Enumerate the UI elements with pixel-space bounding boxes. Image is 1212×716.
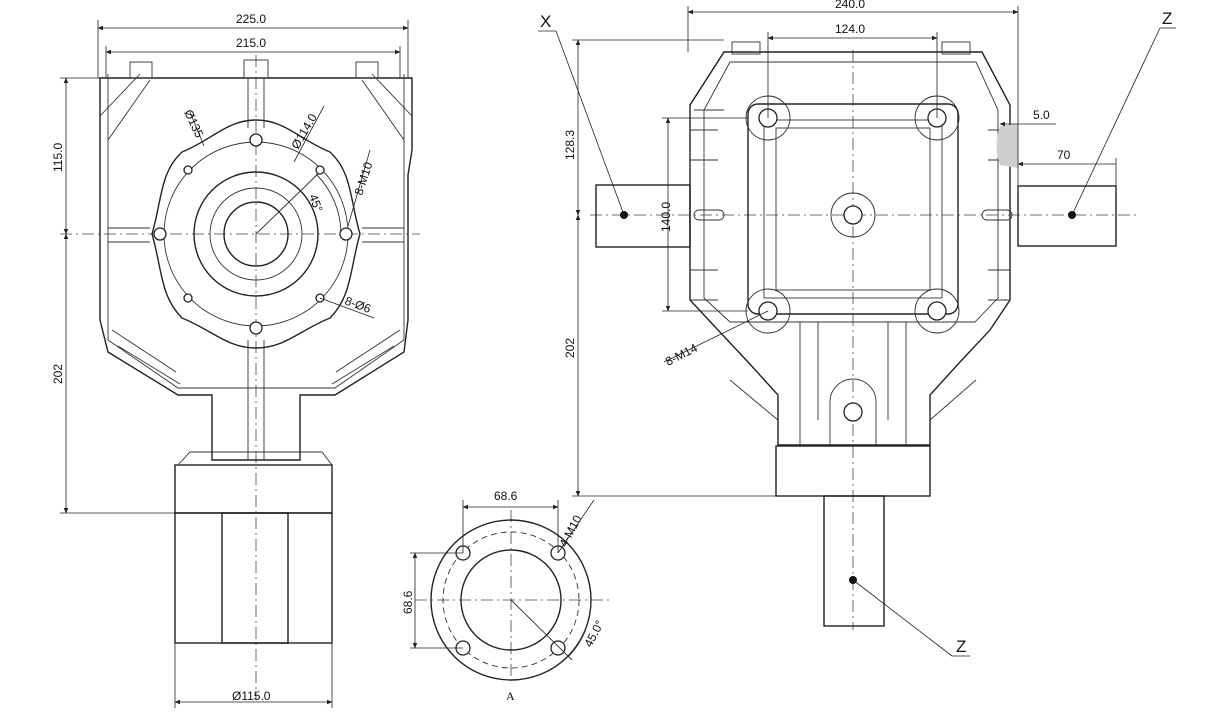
left-rib-right <box>362 227 404 243</box>
right-side-ribs-left <box>690 109 724 301</box>
flange-thread-label: 4-M10 <box>556 513 584 550</box>
leader-m10 <box>347 149 371 227</box>
right-side-slot-left <box>693 209 725 221</box>
right-center-boss <box>830 192 876 238</box>
z-bottom-axis-label: Z <box>956 637 966 656</box>
leader-m14 <box>663 310 769 363</box>
x-axis-label: X <box>540 12 551 31</box>
dim-flange-v-label: 68.6 <box>401 590 415 614</box>
z-top-leader-diag <box>1071 27 1161 216</box>
z-bottom-leader-diag <box>852 579 953 657</box>
left-housing-chamfer-right <box>361 73 413 141</box>
left-top-lug-1 <box>129 61 153 79</box>
leader-flange-thread <box>557 499 595 554</box>
left-45-arc <box>315 173 342 235</box>
dim-124-label: 124.0 <box>835 22 865 36</box>
dia-135-label: Ø135 <box>181 107 206 140</box>
left-bottom-taper <box>177 451 333 466</box>
dim-5-label: 5.0 <box>1033 108 1050 122</box>
right-lower-window-hole <box>843 402 863 422</box>
right-lower-window <box>829 378 877 445</box>
left-view: 225.0 215.0 115.0 202 Ø115.0 Ø135 Ø114.0… <box>51 12 420 708</box>
left-rib-top <box>247 78 265 128</box>
z-top-axis-label: Z <box>1162 9 1172 28</box>
thread-m10-label: 8-M10 <box>352 160 376 197</box>
left-top-lug-3 <box>355 61 379 79</box>
flange-hole-br <box>550 640 566 656</box>
left-bottom-body <box>174 512 333 644</box>
dim-flange-h-label: 68.6 <box>494 489 518 503</box>
dim-70-label: 70 <box>1057 148 1071 162</box>
right-top-lug-left <box>731 41 761 55</box>
left-hole-bottom <box>249 321 263 335</box>
left-rib-bottom <box>247 340 265 460</box>
right-housing-inner <box>703 61 999 323</box>
dim-140-label: 140.0 <box>659 202 673 232</box>
thread-m14-label: 8-M14 <box>663 341 700 369</box>
left-hole-tl <box>183 165 193 175</box>
right-bolt-frame-outer <box>747 103 959 315</box>
left-housing-chamfer-left <box>99 73 151 141</box>
dim-225-label: 225.0 <box>236 12 266 26</box>
left-housing-lower-left <box>111 329 181 385</box>
left-output-shaft <box>221 512 289 644</box>
right-keyway-section <box>996 124 1018 168</box>
right-center-hole <box>843 205 863 225</box>
dim-215-label: 215.0 <box>236 36 266 50</box>
dim-115dia-label: Ø115.0 <box>232 689 271 703</box>
left-scalloped-flange <box>151 119 361 349</box>
holes-6-label: 8-Ø6 <box>343 294 373 316</box>
z-right-shaft <box>1017 185 1117 247</box>
left-hole-tr <box>315 165 325 175</box>
left-hole-top <box>249 133 263 147</box>
leader-6 <box>319 297 375 319</box>
left-housing-outline <box>99 77 413 461</box>
leader-135 <box>189 111 205 147</box>
dim-115-label: 115.0 <box>51 143 65 172</box>
right-top-lug-right <box>941 41 971 55</box>
dim-202-right-label: 202 <box>563 338 577 358</box>
right-boss-br <box>914 288 960 334</box>
x-leader-diag <box>555 30 625 216</box>
left-hole-bl <box>183 293 193 303</box>
left-housing-lower-right <box>331 329 401 385</box>
left-45-line <box>255 169 323 235</box>
view-a-label: A <box>506 689 515 703</box>
x-input-shaft <box>595 184 691 248</box>
right-bolt-frame-inner2 <box>775 127 931 291</box>
flange-view-a: 68.6 68.6 4-M10 45.0° A <box>401 489 610 703</box>
flange-angle-arc <box>567 599 592 658</box>
left-top-lug-2 <box>243 59 269 79</box>
left-rib-left <box>108 227 150 243</box>
right-output-shaft <box>823 495 885 627</box>
dim-240-label: 240.0 <box>835 0 865 11</box>
right-side-slot-right <box>981 209 1013 221</box>
left-shaft-bore <box>223 201 289 267</box>
left-housing-inner <box>107 74 405 389</box>
flange-angle-label: 45.0° <box>581 618 607 650</box>
right-lower-neck <box>799 322 907 445</box>
left-hole-left <box>153 227 167 241</box>
right-hole-br <box>927 301 947 321</box>
left-flange-circle-mid <box>193 171 319 297</box>
flange-inner-circle <box>460 549 562 651</box>
left-flange-circle-inner <box>209 187 303 281</box>
flange-diag-line <box>510 599 573 661</box>
right-lower-cone-lines <box>729 379 977 421</box>
angle-45-label: 45° <box>306 192 325 214</box>
right-bolt-frame-inner <box>763 119 943 299</box>
dim-202-left-label: 202 <box>51 364 65 384</box>
dim-128-label: 128.3 <box>563 130 577 160</box>
right-view: 240.0 124.0 128.3 202 140.0 8-M14 5.0 70… <box>538 0 1176 657</box>
left-bottom-cylinder <box>174 464 333 514</box>
flange-bolt-circle <box>442 531 580 669</box>
left-hole-right <box>339 227 353 241</box>
leader-114 <box>293 105 325 163</box>
right-housing-outline <box>689 51 1011 446</box>
